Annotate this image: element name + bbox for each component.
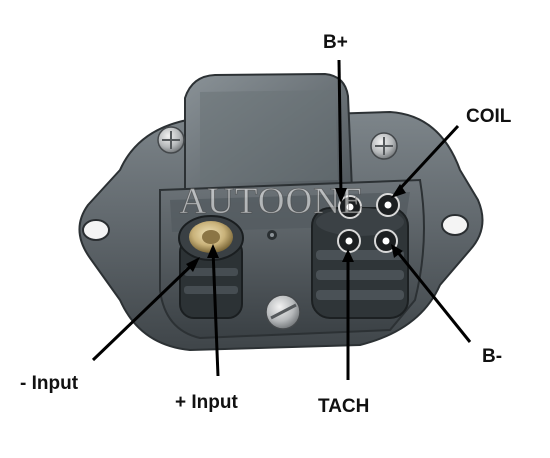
screw-right <box>370 132 398 160</box>
input-terminal <box>178 215 244 319</box>
mounting-hole-right <box>441 214 469 236</box>
leader-plus-input <box>211 249 220 377</box>
label-coil: COIL <box>466 106 512 127</box>
watermark-text: AUTOONE <box>179 181 364 222</box>
leader-b-plus <box>337 59 343 197</box>
mounting-hole-left <box>82 219 110 241</box>
label-minus-input: - Input <box>20 373 79 394</box>
screw-bottom <box>265 294 301 330</box>
arrow-b-minus <box>391 244 403 258</box>
leader-b-minus <box>394 249 472 343</box>
module-illustration <box>78 72 484 352</box>
leader-minus-input <box>91 260 197 362</box>
label-plus-input: + Input <box>175 392 238 413</box>
arrow-tach <box>342 249 354 262</box>
leader-lines <box>91 59 472 380</box>
label-b-plus: B+ <box>323 32 348 53</box>
label-tach: TACH <box>318 396 369 417</box>
arrow-b-plus <box>335 188 347 203</box>
label-b-minus: B- <box>482 346 502 367</box>
connector-housing <box>311 207 409 319</box>
leader-coil <box>394 124 460 195</box>
arrow-plus-input <box>207 244 219 258</box>
arrow-coil <box>391 184 406 198</box>
arrowheads <box>186 184 406 272</box>
arrow-minus-input <box>186 257 200 272</box>
screw-left <box>157 126 185 154</box>
